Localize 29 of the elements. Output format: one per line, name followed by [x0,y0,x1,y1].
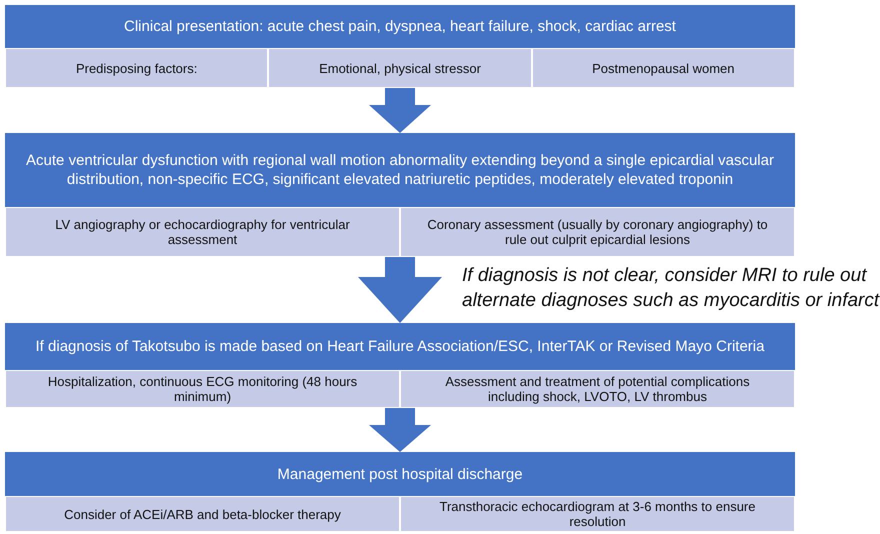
detail-cell [268,48,532,88]
detail-cell [400,496,795,532]
block-heading: Clinical presentation: acute chest pain, dyspnea, heart failure, shock, cardiac arrest [123,17,677,37]
process-block [5,323,795,408]
cell-text: Coronary assessment (usually by coronary angiography) to rule out culprit epicardial lesions [426,217,769,247]
cell-text: Postmenopausal women [592,60,734,76]
block-heading: Acute ventricular dysfunction with regional wall motion abnormality extending beyond a single epicardial vascular distribution, non-specific ECG, significant elevated natriuretic peptides, moderately elevated troponin [25,151,775,190]
block-heading: If diagnosis of Takotsubo is made based on Heart Failure Association/ESC, InterTAK or Revised Mayo Criteria [34,337,766,357]
detail-cell [400,207,795,257]
process-block [5,5,795,88]
cell-text: Hospitalization, continuous ECG monitoring (48 hours minimum) [46,374,358,404]
detail-cell [5,207,400,257]
block-arrow [369,408,431,452]
cell-text: LV angiography or echocardiography for ventricular assessment [54,217,351,247]
block-arrow [358,257,442,323]
cell-text: Emotional, physical stressor [319,60,481,76]
detail-cell [5,496,400,532]
cell-text: Transthoracic echocardiogram at 3-6 months to ensure resolution [438,499,756,529]
process-block [5,452,795,532]
block-heading: Management post hospital discharge [276,464,524,484]
block-arrow [369,88,431,133]
cell-text: Predisposing factors: [76,60,198,76]
detail-cell [532,48,795,88]
detail-cell [5,48,268,88]
process-block [5,133,795,257]
detail-cell [5,370,400,408]
detail-cell [400,370,795,408]
cell-text: Consider of ACEi/ARB and beta-blocker therapy [64,506,341,522]
cell-text: Assessment and treatment of potential complications including shock, LVOTO, LV thrombus [444,374,751,404]
